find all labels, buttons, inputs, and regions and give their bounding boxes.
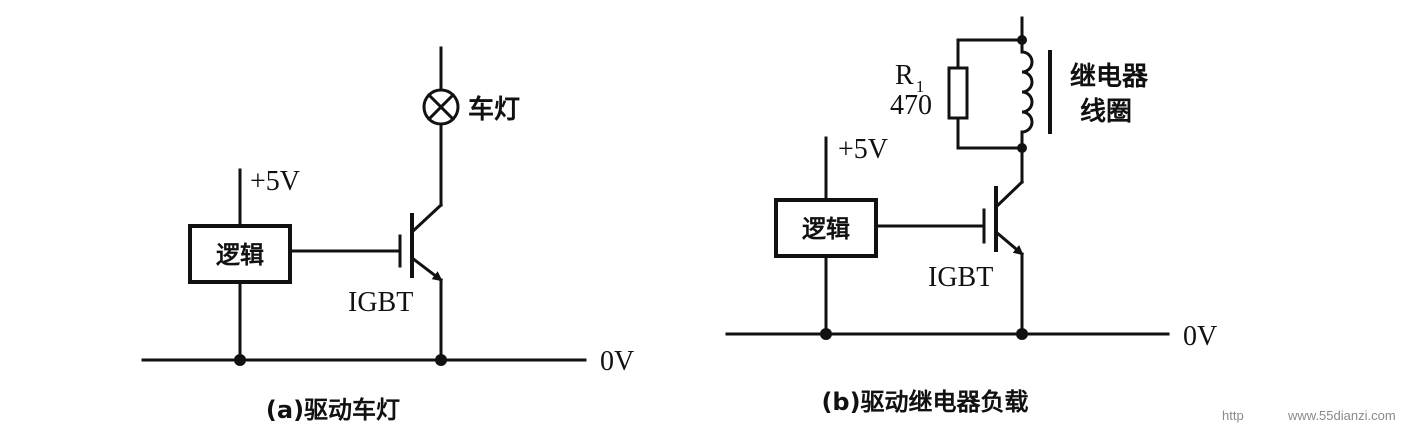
logic-label-b: 逻辑 bbox=[802, 215, 850, 243]
diagram-a: 0V +5V 逻辑 IGBT 车灯 (a)驱动车灯 bbox=[141, 46, 634, 424]
igbt-collector-a bbox=[409, 202, 444, 235]
igbt-collector-b bbox=[993, 179, 1025, 210]
supply-label-b: +5V bbox=[838, 134, 888, 165]
igbt-emitter-a bbox=[409, 255, 444, 283]
logic-block-a bbox=[188, 224, 292, 284]
caption-a: (a)驱动车灯 bbox=[266, 396, 400, 424]
logic-label-a: 逻辑 bbox=[216, 241, 264, 269]
caption-b: (b)驱动继电器负载 bbox=[821, 388, 1028, 416]
junction-dot-b1 bbox=[820, 328, 832, 340]
junction-dot-a1 bbox=[234, 354, 246, 366]
igbt-label-b: IGBT bbox=[928, 262, 993, 293]
igbt-label-a: IGBT bbox=[348, 287, 413, 318]
ground-label-b: 0V bbox=[1183, 321, 1217, 352]
resistor-value-label: 470 bbox=[890, 90, 932, 121]
diagram-b: 0V +5V 逻辑 IGBT bbox=[725, 16, 1217, 416]
watermark-site: www.55dianzi.com bbox=[1287, 408, 1396, 423]
lamp-icon bbox=[422, 88, 460, 126]
supply-label-a: +5V bbox=[250, 166, 300, 197]
coil-label-line2: 线圈 bbox=[1080, 97, 1132, 127]
junction-dot-b2 bbox=[1016, 328, 1028, 340]
junction-dot-a2 bbox=[435, 354, 447, 366]
resistor-r1 bbox=[947, 66, 969, 120]
coil-label-line1: 继电器 bbox=[1070, 61, 1149, 92]
igbt-emitter-b bbox=[993, 229, 1025, 257]
watermark: http www.55dianzi.com bbox=[1222, 408, 1396, 423]
ground-label-a: 0V bbox=[600, 346, 634, 377]
lamp-label: 车灯 bbox=[468, 94, 520, 125]
watermark-prefix: http bbox=[1222, 408, 1244, 423]
relay-coil-icon bbox=[1020, 38, 1034, 150]
